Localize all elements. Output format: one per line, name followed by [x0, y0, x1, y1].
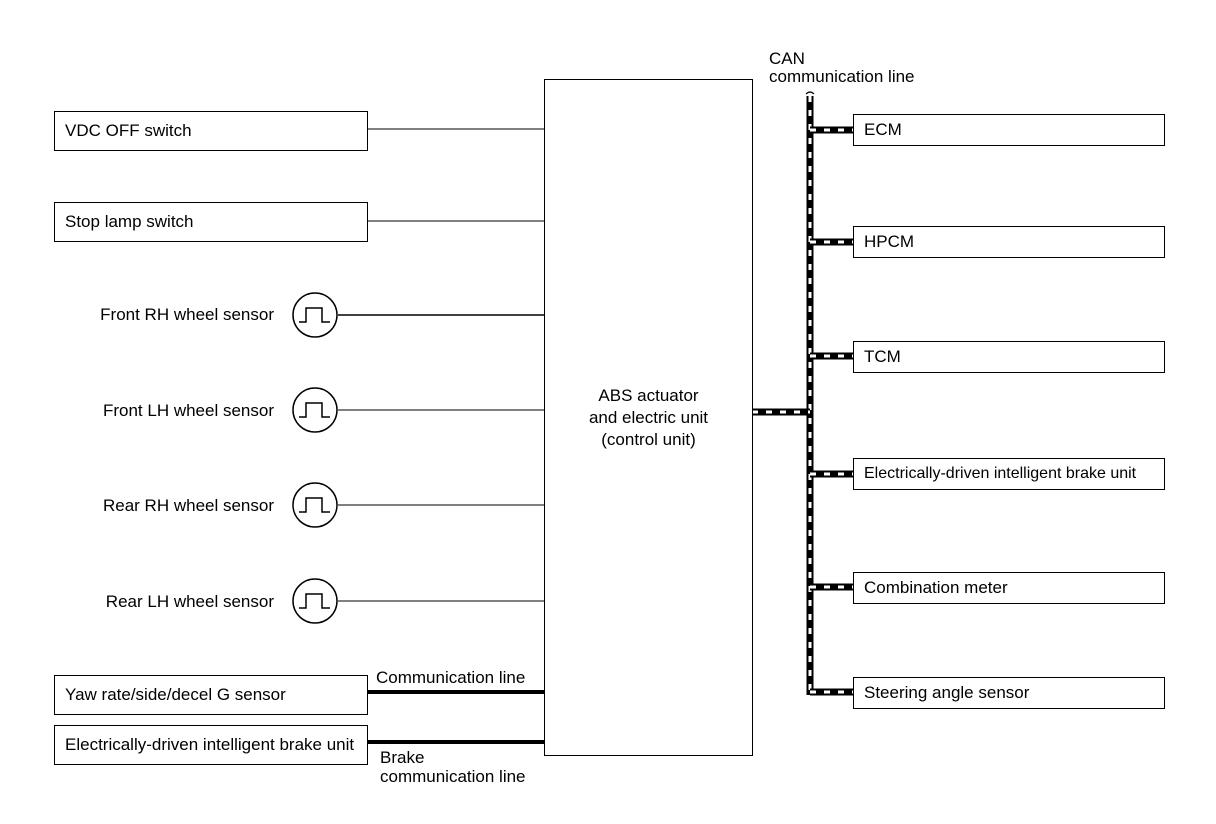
can-node-brake-unit-label: Electrically-driven intelligent brake un… — [864, 465, 1137, 482]
can-node-ecm-label: ECM — [864, 120, 902, 139]
brake-comm-line-label-1: Brake — [380, 748, 425, 767]
can-node-ecm: ECM — [853, 114, 1165, 146]
can-node-tcm: TCM — [853, 341, 1165, 373]
can-node-hpcm-label: HPCM — [864, 232, 915, 251]
control-unit-line-3: (control unit) — [601, 429, 696, 449]
control-unit-line-1: ABS actuator — [598, 385, 699, 405]
brake-unit-label: Electrically-driven intelligent brake un… — [65, 735, 355, 754]
control-unit-line-2: and electric unit — [588, 407, 709, 427]
communication-line-label: Communication line — [376, 668, 526, 687]
front-rh-wheel-sensor-label: Front RH wheel sensor — [100, 305, 274, 324]
can-node-combination-meter: Combination meter — [853, 572, 1165, 604]
yaw-rate-sensor-label: Yaw rate/side/decel G sensor — [65, 685, 286, 704]
can-node-tcm-label: TCM — [864, 347, 901, 366]
stop-lamp-switch-box: Stop lamp switch — [54, 202, 368, 242]
can-node-brake-unit: Electrically-driven intelligent brake un… — [853, 458, 1165, 490]
can-bus — [752, 91, 854, 696]
brake-comm-line-label-2: communication line — [380, 767, 526, 786]
front-rh-sensor-icon — [292, 292, 338, 338]
yaw-rate-sensor-box: Yaw rate/side/decel G sensor — [54, 675, 368, 715]
rear-lh-wheel-sensor-label: Rear LH wheel sensor — [105, 592, 274, 611]
front-lh-wheel-sensor-label: Front LH wheel sensor — [102, 401, 274, 420]
can-label-1: CAN — [769, 49, 805, 68]
can-node-steering-angle-sensor-label: Steering angle sensor — [864, 683, 1030, 702]
front-lh-sensor-icon — [292, 387, 338, 433]
brake-unit-box: Electrically-driven intelligent brake un… — [54, 725, 368, 765]
rear-lh-sensor-icon — [292, 578, 338, 624]
vdc-off-switch-box: VDC OFF switch — [54, 111, 368, 151]
stop-lamp-switch-label: Stop lamp switch — [65, 212, 194, 231]
can-node-combination-meter-label: Combination meter — [864, 578, 1008, 597]
abs-control-unit: ABS actuator and electric unit (control … — [544, 79, 753, 756]
can-node-hpcm: HPCM — [853, 226, 1165, 258]
vdc-off-switch-label: VDC OFF switch — [65, 121, 192, 140]
rear-rh-wheel-sensor-label: Rear RH wheel sensor — [102, 496, 274, 515]
rear-rh-sensor-icon — [292, 482, 338, 528]
can-label-2: communication line — [769, 67, 915, 86]
can-node-steering-angle-sensor: Steering angle sensor — [853, 677, 1165, 709]
